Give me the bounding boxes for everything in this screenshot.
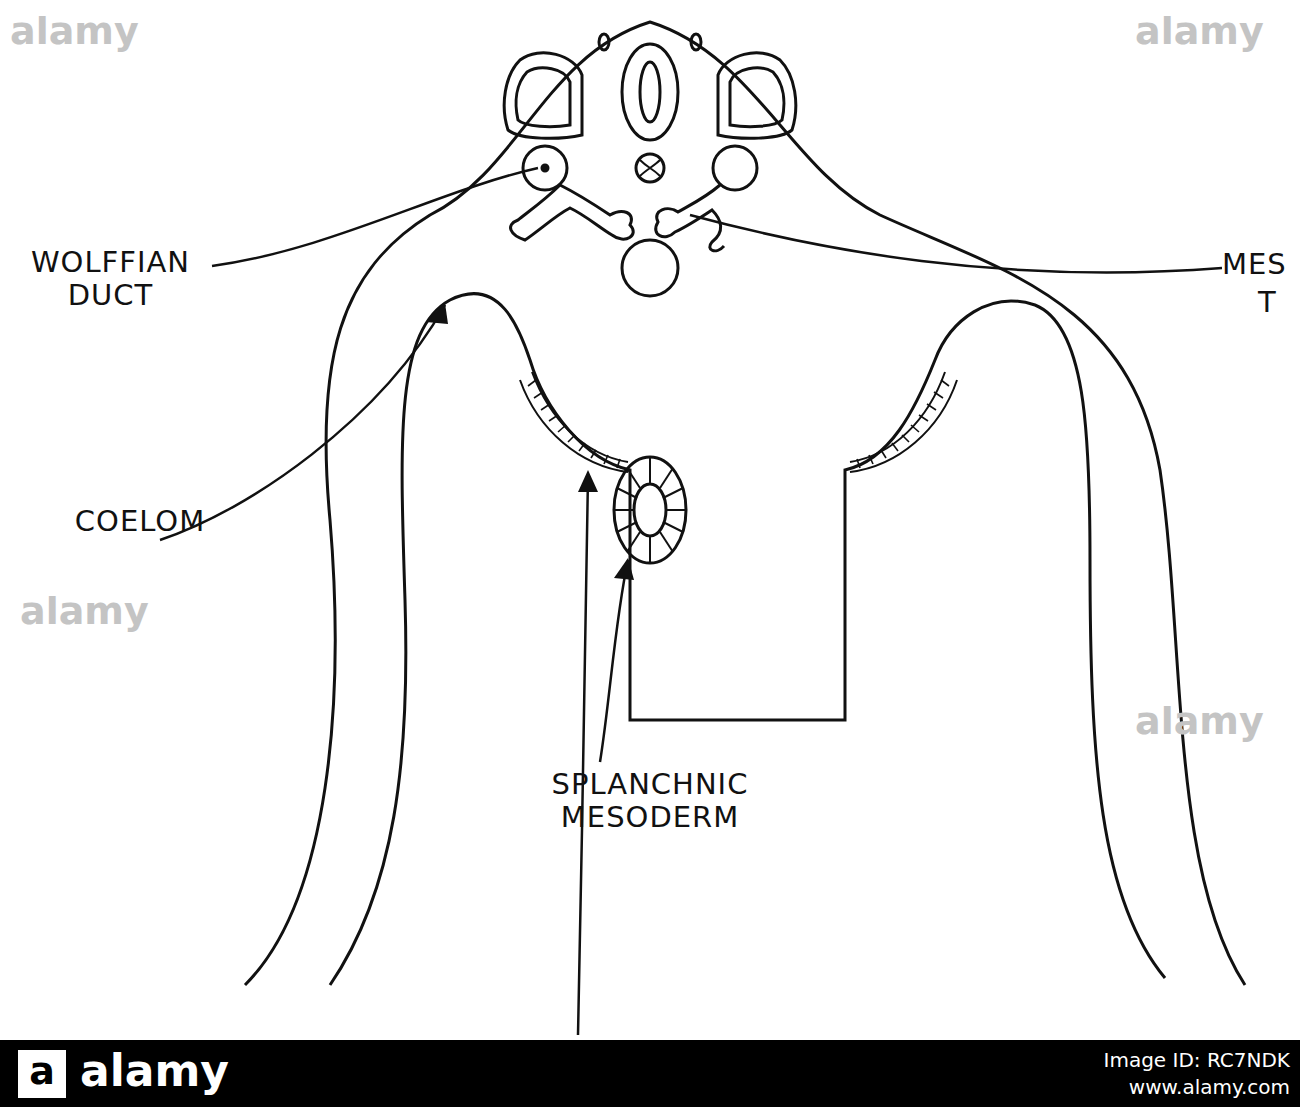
watermark-logo: a — [18, 1050, 66, 1094]
watermark: alamy — [10, 10, 170, 54]
structure-label: T — [1258, 286, 1298, 319]
watermark-url: www.alamy.com — [1040, 1076, 1290, 1099]
watermark-text: alamy — [80, 1046, 280, 1097]
watermark: alamy — [20, 590, 180, 634]
image-id: Image ID: RC7NDK — [1040, 1049, 1290, 1072]
watermark: alamy — [1135, 10, 1295, 54]
structure-label: WOLFFIAN DUCT — [8, 246, 213, 313]
structure-label: COELOM — [60, 505, 220, 538]
structure-label: SPLANCHNIC MESODERM — [520, 768, 780, 835]
structure-label: MES — [1222, 248, 1298, 281]
watermark: alamy — [1135, 700, 1295, 744]
